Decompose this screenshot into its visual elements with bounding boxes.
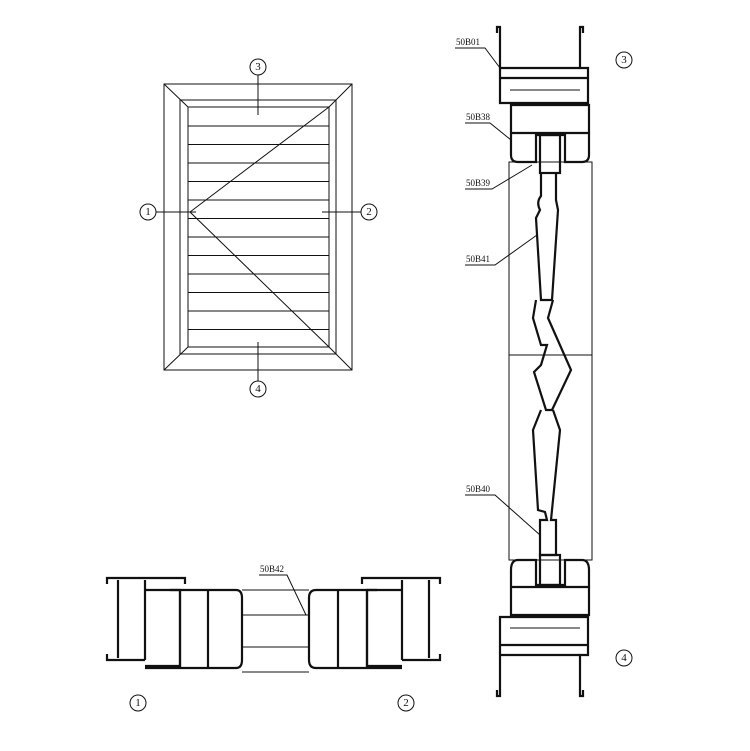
label-50B38-text: 50B38: [466, 112, 491, 122]
label-50B42-text: 50B42: [260, 564, 284, 574]
outer-frame: [163, 83, 353, 371]
marker-1-section: 1: [129, 694, 147, 712]
louver-blades: [531, 173, 573, 557]
marker-3-text: 3: [255, 61, 261, 73]
sash-frame: [179, 99, 337, 355]
louver-lines: [188, 125, 329, 330]
marker-4-section-text: 4: [621, 652, 627, 664]
frame-side-lines: [508, 161, 593, 561]
label-50B40-text: 50B40: [466, 484, 491, 494]
marker-3-section-text: 3: [621, 54, 627, 66]
marker-2-text: 2: [366, 206, 372, 218]
sash-top-profile: [509, 103, 591, 175]
horizontal-section: 50B42 1 2: [105, 564, 442, 712]
marker-1-section-text: 1: [135, 697, 141, 709]
marker-4-section: 4: [615, 649, 633, 667]
marker-2-section-text: 2: [403, 697, 409, 709]
label-50B40: 50B40: [465, 484, 541, 536]
sash-bottom-profile: [509, 553, 591, 617]
marker-2: 2: [322, 203, 378, 221]
label-50B41: 50B41: [465, 234, 538, 266]
label-50B39: 50B39: [465, 164, 533, 190]
marker-1: 1: [139, 203, 196, 221]
marker-4: 4: [249, 342, 267, 398]
top-frame-profile: [495, 25, 590, 105]
label-50B01: 50B01: [455, 37, 501, 69]
bottom-frame-profile: [495, 615, 590, 698]
label-50B38: 50B38: [465, 112, 512, 141]
marker-2-section: 2: [397, 694, 415, 712]
connecting-lines: [242, 589, 309, 673]
label-50B42: 50B42: [259, 564, 307, 616]
label-50B01-text: 50B01: [456, 37, 480, 47]
left-jamb-profile: [105, 576, 244, 670]
vertical-section: 50B01 50B38 50B39 50B41 50B40 3 4: [455, 25, 633, 698]
window-elevation: 3 4 1 2: [139, 58, 378, 398]
marker-1-text: 1: [145, 206, 151, 218]
marker-3: 3: [249, 58, 267, 115]
label-50B39-text: 50B39: [466, 178, 491, 188]
right-jamb-profile: [307, 576, 442, 670]
marker-4-text: 4: [255, 383, 261, 395]
marker-3-section: 3: [615, 51, 633, 69]
label-50B41-text: 50B41: [466, 254, 490, 264]
frame-miters: [163, 83, 353, 371]
